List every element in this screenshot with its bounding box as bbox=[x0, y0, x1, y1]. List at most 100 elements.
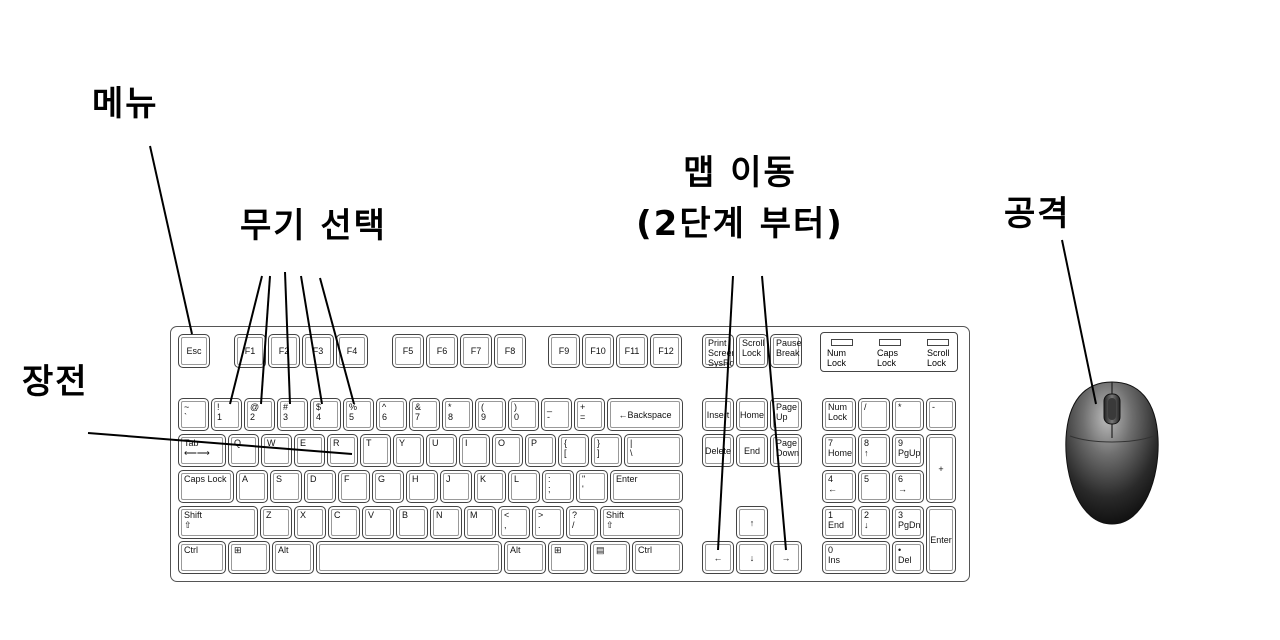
key-caps-row-7[interactable]: J bbox=[440, 470, 472, 503]
key-4-tabrow[interactable]: R bbox=[327, 434, 358, 467]
key-insert[interactable]: Insert bbox=[702, 398, 734, 431]
key-f9[interactable]: F9 bbox=[548, 334, 580, 368]
key-f3[interactable]: F3 bbox=[302, 334, 334, 368]
key-caps-row-4[interactable]: F bbox=[338, 470, 370, 503]
key-num-6[interactable]: 6 → bbox=[892, 470, 924, 503]
key-f2[interactable]: F2 bbox=[268, 334, 300, 368]
key-num-1[interactable]: 1 End bbox=[822, 506, 856, 539]
key-label: G bbox=[378, 474, 386, 484]
key-shift-row-5[interactable]: B bbox=[396, 506, 428, 539]
key-esc[interactable]: Esc bbox=[178, 334, 210, 368]
key-num-divide[interactable]: / bbox=[858, 398, 890, 431]
key-shift-row-8[interactable]: < , bbox=[498, 506, 530, 539]
key-f8[interactable]: F8 bbox=[494, 334, 526, 368]
key-print-group-2[interactable]: Pause Break bbox=[770, 334, 802, 368]
key-number-row-7[interactable]: & 7 bbox=[409, 398, 440, 431]
key-1-tabrow[interactable]: Q bbox=[228, 434, 259, 467]
key-backspace[interactable]: ←Backspace bbox=[607, 398, 683, 431]
key-7-tabrow[interactable]: U bbox=[426, 434, 457, 467]
key-menu[interactable]: ▤ bbox=[590, 541, 630, 574]
key-arrow-up[interactable]: ↑ bbox=[736, 506, 768, 539]
key-caps-row-6[interactable]: H bbox=[406, 470, 438, 503]
key-shift-row-7[interactable]: M bbox=[464, 506, 496, 539]
key-shift-left[interactable]: Shift ⇧ bbox=[178, 506, 258, 539]
key-num-3[interactable]: 3 PgDn bbox=[892, 506, 924, 539]
key-num-del[interactable]: • Del bbox=[892, 541, 924, 574]
key-print-group-1[interactable]: Scroll Lock bbox=[736, 334, 768, 368]
key-caps-row-9[interactable]: L bbox=[508, 470, 540, 503]
key-end[interactable]: End bbox=[736, 434, 768, 467]
key-number-row-6[interactable]: ^ 6 bbox=[376, 398, 407, 431]
key-num-4[interactable]: 4 ← bbox=[822, 470, 856, 503]
key-alt-right[interactable]: Alt bbox=[504, 541, 546, 574]
key-number-row-2[interactable]: @ 2 bbox=[244, 398, 275, 431]
key-label: > . bbox=[538, 510, 544, 530]
key-caps-row-8[interactable]: K bbox=[474, 470, 506, 503]
caps-lock-led bbox=[879, 339, 901, 346]
key-shift-row-4[interactable]: V bbox=[362, 506, 394, 539]
key-caps-lock[interactable]: Caps Lock bbox=[178, 470, 234, 503]
key-ctrl-right[interactable]: Ctrl bbox=[632, 541, 683, 574]
key-caps-row-5[interactable]: G bbox=[372, 470, 404, 503]
key-shift-row-2[interactable]: X bbox=[294, 506, 326, 539]
key-num-enter[interactable]: Enter bbox=[926, 506, 956, 574]
key-num-7[interactable]: 7 Home bbox=[822, 434, 856, 467]
key-5-tabrow[interactable]: T bbox=[360, 434, 391, 467]
key-number-row-0[interactable]: ~ ` bbox=[178, 398, 209, 431]
key-caps-row-3[interactable]: D bbox=[304, 470, 336, 503]
key-shift-row-1[interactable]: Z bbox=[260, 506, 292, 539]
key-shift-row-6[interactable]: N bbox=[430, 506, 462, 539]
key-12-tabrow[interactable]: } ] bbox=[591, 434, 622, 467]
key-f4[interactable]: F4 bbox=[336, 334, 368, 368]
key-space[interactable] bbox=[316, 541, 502, 574]
key-f10[interactable]: F10 bbox=[582, 334, 614, 368]
key-11-tabrow[interactable]: { [ bbox=[558, 434, 589, 467]
key-num-minus[interactable]: - bbox=[926, 398, 956, 431]
key-num-2[interactable]: 2 ↓ bbox=[858, 506, 890, 539]
key-f6[interactable]: F6 bbox=[426, 334, 458, 368]
key-number-row-5[interactable]: % 5 bbox=[343, 398, 374, 431]
key-caps-row-1[interactable]: A bbox=[236, 470, 268, 503]
key-number-row-4[interactable]: $ 4 bbox=[310, 398, 341, 431]
key-tab[interactable]: Tab ⟵⟶ bbox=[178, 434, 226, 467]
key-shift-row-10[interactable]: ? / bbox=[566, 506, 598, 539]
key-delete[interactable]: Delete bbox=[702, 434, 734, 467]
key-caps-row-10[interactable]: : ; bbox=[542, 470, 574, 503]
key-number-row-8[interactable]: * 8 bbox=[442, 398, 473, 431]
key-shift-row-3[interactable]: C bbox=[328, 506, 360, 539]
key-number-row-11[interactable]: _ - bbox=[541, 398, 572, 431]
key-number-row-10[interactable]: ) 0 bbox=[508, 398, 539, 431]
key-num-0[interactable]: 0 Ins bbox=[822, 541, 890, 574]
key-shift-right[interactable]: Shift ⇧ bbox=[600, 506, 683, 539]
key-num-plus[interactable]: + bbox=[926, 434, 956, 503]
key-f12[interactable]: F12 bbox=[650, 334, 682, 368]
key-num-lock[interactable]: Num Lock bbox=[822, 398, 856, 431]
key-backslash[interactable]: | \ bbox=[624, 434, 683, 467]
key-6-tabrow[interactable]: Y bbox=[393, 434, 424, 467]
key-num-8[interactable]: 8 ↑ bbox=[858, 434, 890, 467]
key-2-tabrow[interactable]: W bbox=[261, 434, 292, 467]
key-alt-left[interactable]: Alt bbox=[272, 541, 314, 574]
key-8-tabrow[interactable]: I bbox=[459, 434, 490, 467]
key-home[interactable]: Home bbox=[736, 398, 768, 431]
key-caps-row-11[interactable]: " ' bbox=[576, 470, 608, 503]
key-10-tabrow[interactable]: P bbox=[525, 434, 556, 467]
key-f7[interactable]: F7 bbox=[460, 334, 492, 368]
key-shift-row-9[interactable]: > . bbox=[532, 506, 564, 539]
key-num-9[interactable]: 9 PgUp bbox=[892, 434, 924, 467]
key-9-tabrow[interactable]: O bbox=[492, 434, 523, 467]
key-caps-row-2[interactable]: S bbox=[270, 470, 302, 503]
key-win-left[interactable]: ⊞ bbox=[228, 541, 270, 574]
key-number-row-9[interactable]: ( 9 bbox=[475, 398, 506, 431]
key-win-right[interactable]: ⊞ bbox=[548, 541, 588, 574]
key-number-row-3[interactable]: # 3 bbox=[277, 398, 308, 431]
key-ctrl-left[interactable]: Ctrl bbox=[178, 541, 226, 574]
key-arrow-down[interactable]: ↓ bbox=[736, 541, 768, 574]
key-num-multiply[interactable]: * bbox=[892, 398, 924, 431]
key-number-row-12[interactable]: + = bbox=[574, 398, 605, 431]
key-number-row-1[interactable]: ! 1 bbox=[211, 398, 242, 431]
key-num-5[interactable]: 5 bbox=[858, 470, 890, 503]
key-f5[interactable]: F5 bbox=[392, 334, 424, 368]
key-enter[interactable]: Enter bbox=[610, 470, 683, 503]
key-f11[interactable]: F11 bbox=[616, 334, 648, 368]
